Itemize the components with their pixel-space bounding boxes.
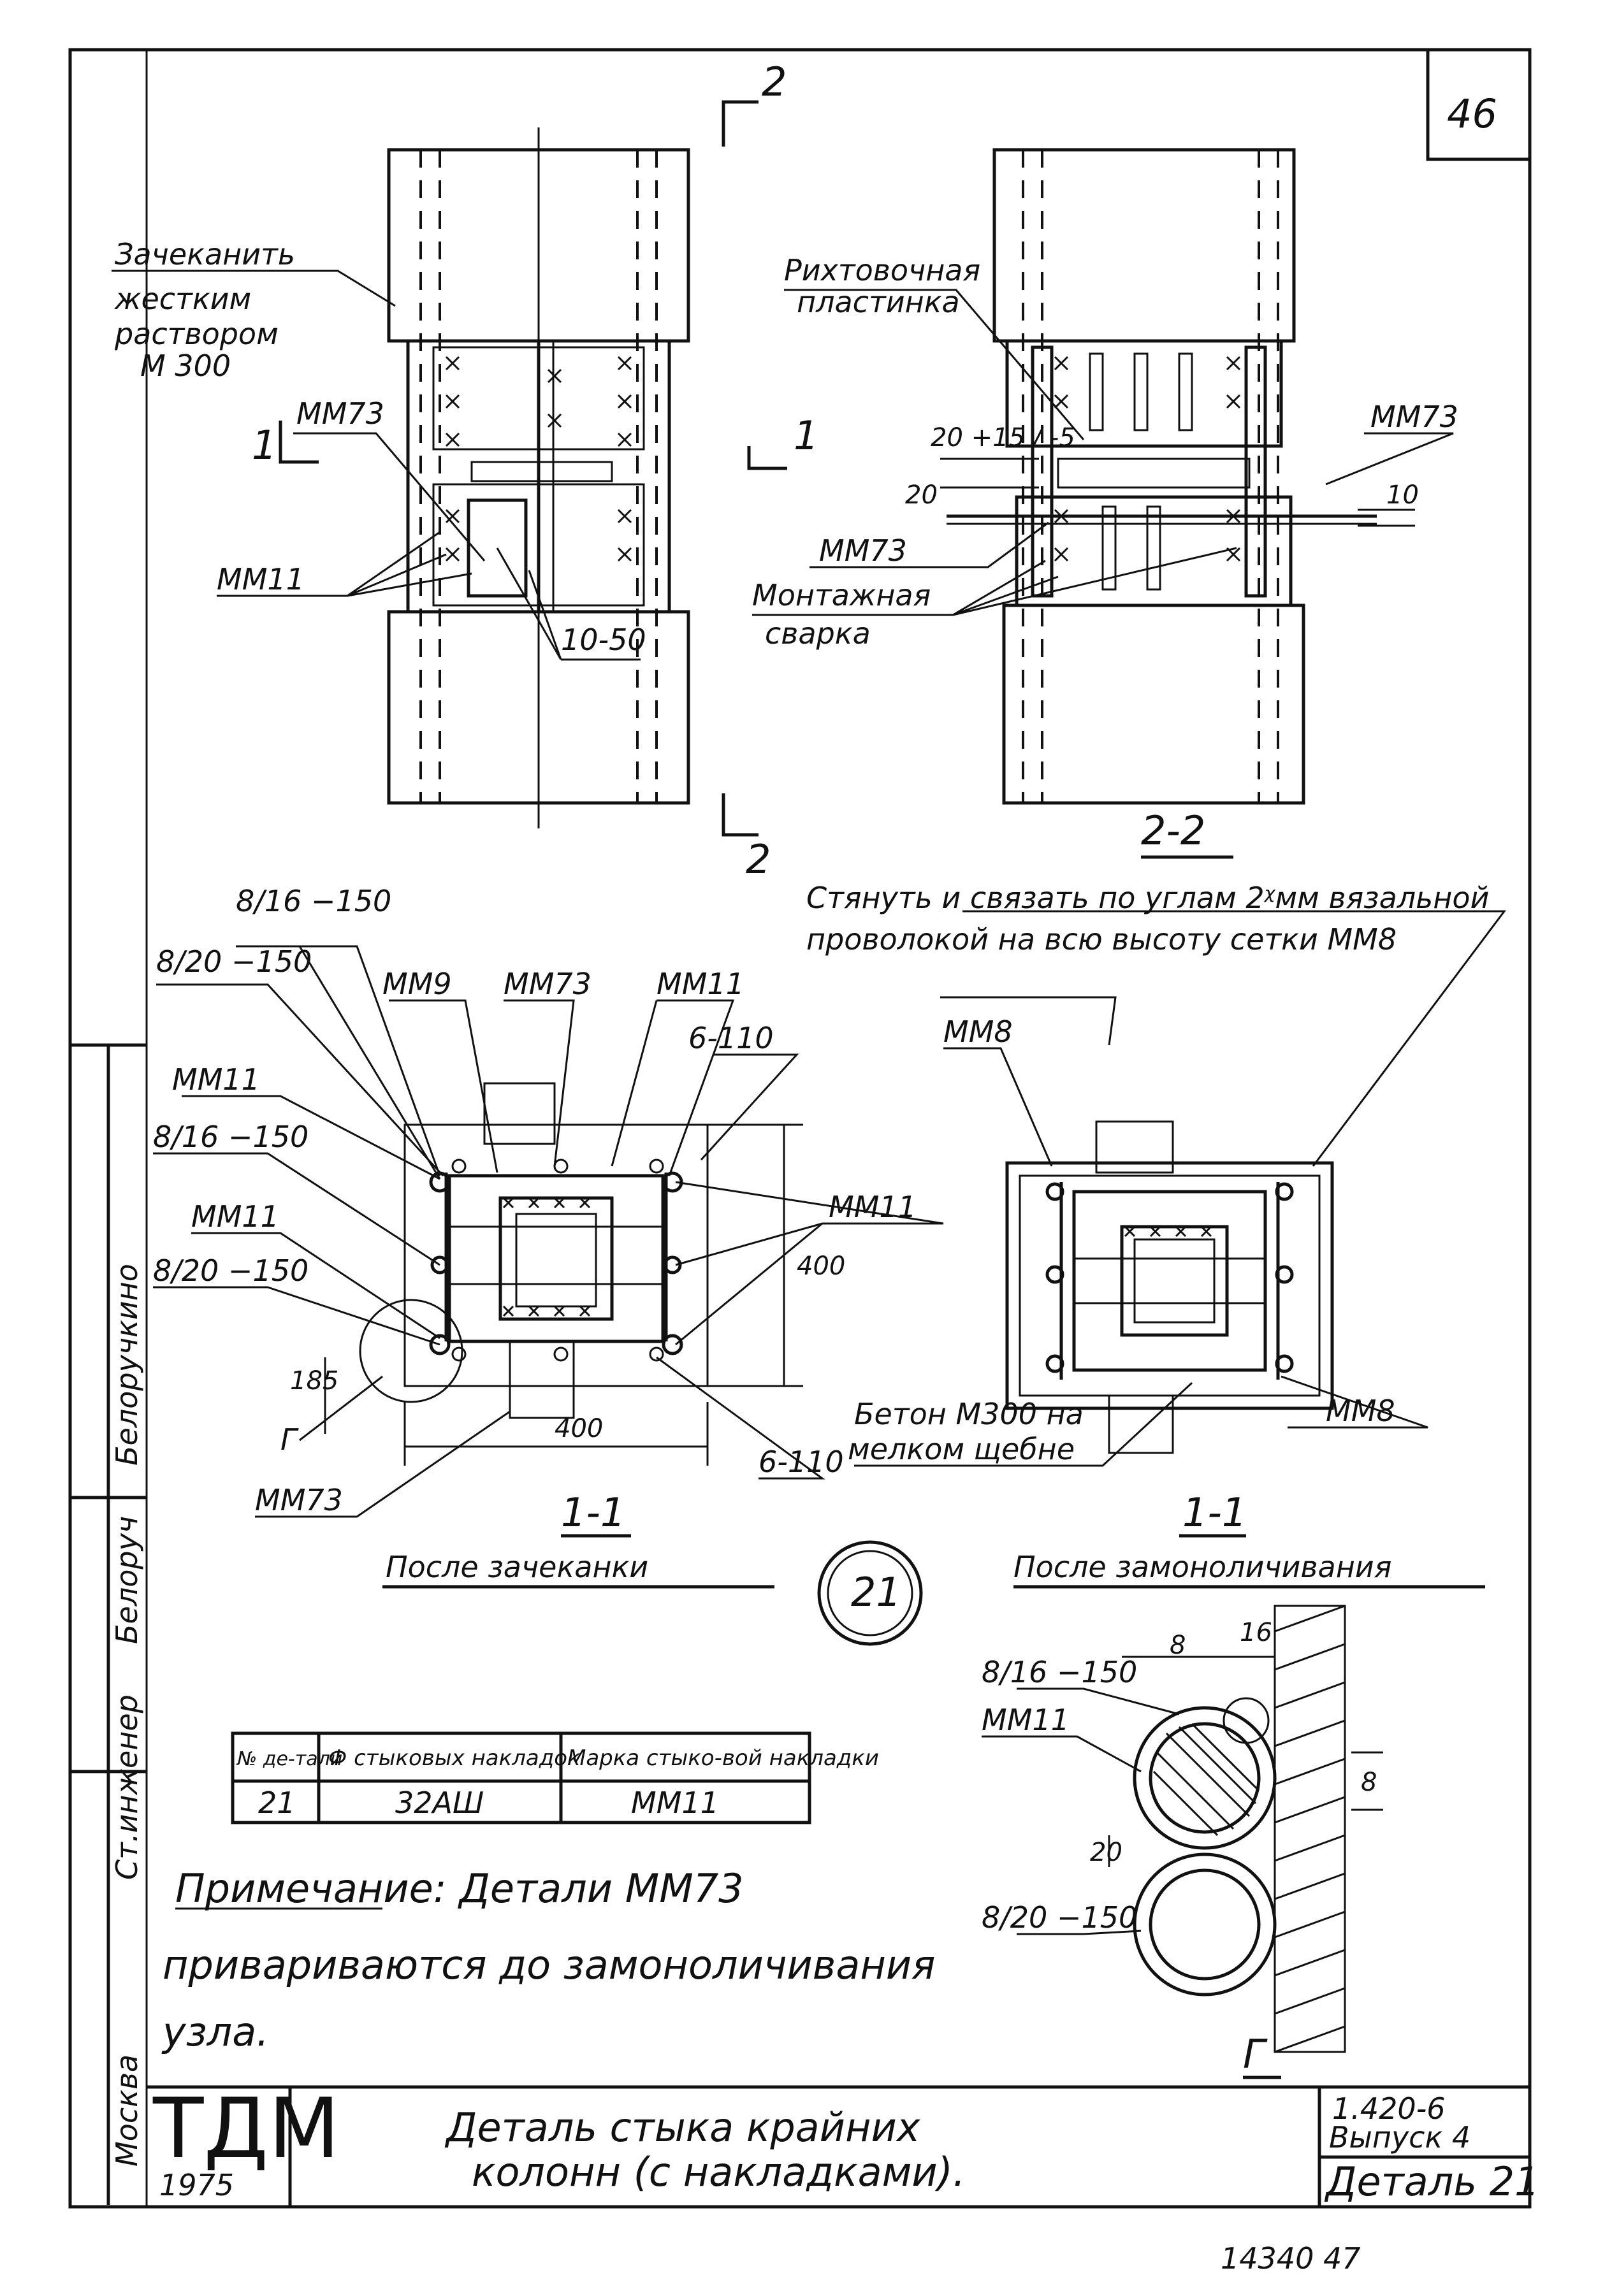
section-left xyxy=(153,945,944,1589)
label-mm8-top: ММ8 xyxy=(943,1014,1013,1049)
label-g-dim20: 20 xyxy=(1090,1838,1122,1867)
note-tie-2: проволокой на всю высоту сетки ММ8 xyxy=(806,922,1397,957)
label-concrete-2: мелком щебне xyxy=(848,1432,1075,1466)
stamp-entry-2: Белоруч xyxy=(110,1516,144,1644)
series-line-1: 1.420-6 xyxy=(1332,2091,1446,2126)
label-mm73-left: ММ73 xyxy=(296,396,384,431)
section-mark-2-top xyxy=(722,100,759,147)
label-dim-gap: 20 +15 / -5 xyxy=(931,423,1075,452)
table-cell-mark: ММ11 xyxy=(631,1786,719,1820)
caption-right: После замоноличивания xyxy=(1013,1550,1391,1584)
section-right xyxy=(854,910,1506,1589)
title-line-1: Деталь стыка крайних xyxy=(444,2104,921,2151)
label-dim-20: 20 xyxy=(905,480,938,510)
label-g-d816: 8/16 −150 xyxy=(982,1655,1137,1689)
table-header-diam: Ф стыковых накладок xyxy=(328,1745,581,1771)
note-grout-1: Зачеканить xyxy=(115,237,295,271)
label-6110-bot: 6-110 xyxy=(759,1445,844,1479)
label-mm11-right: ММ11 xyxy=(829,1190,917,1224)
label-g-left: Г xyxy=(280,1422,299,1457)
note-line-1: Примечание: Детали ММ73 xyxy=(175,1865,744,1912)
title-detail-g: Г xyxy=(1243,2031,1268,2077)
note-grout-3: раствором xyxy=(114,317,279,351)
sheet-number: 46 xyxy=(1447,90,1497,137)
stamp-entry-3: Ст.инженер xyxy=(110,1694,144,1880)
label-g-dim8b: 8 xyxy=(1361,1768,1377,1797)
stamp-entry-4: Москва xyxy=(110,2054,144,2167)
detail-circle-number: 21 xyxy=(851,1569,901,1615)
title-block xyxy=(147,2085,1530,2207)
detail-number: Деталь 21 xyxy=(1324,2158,1539,2205)
label-g-d820: 8/20 −150 xyxy=(982,1900,1137,1935)
table-cell-diam: 32АШ xyxy=(395,1786,484,1820)
label-mm11-l1: ММ11 xyxy=(172,1062,260,1097)
label-g-dim8a: 8 xyxy=(1170,1631,1186,1660)
label-mm11-left: ММ11 xyxy=(217,562,305,596)
label-dim-400h: 400 xyxy=(555,1414,603,1443)
title-line-2: колонн (с накладками). xyxy=(472,2149,966,2195)
svg-text:2: 2 xyxy=(746,836,771,883)
label-mm73-mid: ММ73 xyxy=(819,533,907,568)
label-g-mm11: ММ11 xyxy=(982,1703,1070,1737)
label-dim-10: 10 xyxy=(1386,480,1419,510)
side-stamp: Белоручкино Белоруч Ст.инженер Москва xyxy=(70,1043,147,2205)
label-d820-top: 8/20 −150 xyxy=(156,944,312,979)
caption-left: После зачеканки xyxy=(386,1550,648,1584)
svg-text:1: 1 xyxy=(252,422,277,468)
sheet-number-box xyxy=(1426,50,1530,161)
note-line-3: узла. xyxy=(161,2009,269,2055)
section-mark-2-bottom xyxy=(722,793,759,837)
table-header-no: № де-тали xyxy=(236,1748,342,1770)
label-mm73-bot: ММ73 xyxy=(255,1483,343,1517)
label-g-dim16: 16 xyxy=(1240,1618,1272,1647)
detail-g xyxy=(982,1605,1383,2079)
title-2-2: 2-2 xyxy=(1141,807,1205,854)
section-mark-1-left xyxy=(279,421,319,464)
table-cell-no: 21 xyxy=(258,1786,296,1820)
title-year: 1975 xyxy=(159,2168,234,2202)
title-1-1-right: 1-1 xyxy=(1182,1489,1247,1536)
stamp-entry-1: Белоручкино xyxy=(110,1264,144,1466)
title-org: ТДМ xyxy=(152,2080,340,2177)
label-plate-1: Рихтовочная xyxy=(784,253,980,287)
note-tie-1: Стянуть и связать по углам 2ᵡмм вязально… xyxy=(806,881,1489,915)
elevation-left: 2 2 1 xyxy=(112,59,787,883)
label-6110-top: 6-110 xyxy=(688,1021,774,1055)
label-plate-2: пластинка xyxy=(797,285,960,319)
label-mm9: ММ9 xyxy=(382,967,452,1001)
note-grout-2: жестким xyxy=(114,282,251,316)
label-mm73-top: ММ73 xyxy=(504,967,592,1001)
detail-table xyxy=(231,1731,811,1824)
label-mm11-top: ММ11 xyxy=(657,967,744,1001)
label-mm73-right: ММ73 xyxy=(1370,400,1458,434)
note-line-2: привариваются до замоноличивания xyxy=(163,1942,935,1988)
label-weld-2: сварка xyxy=(765,616,871,651)
label-mm8-bot: ММ8 xyxy=(1326,1394,1395,1428)
label-weld-1: Монтажная xyxy=(752,578,931,612)
label-dim-400v: 400 xyxy=(797,1252,845,1281)
label-range: 10-50 xyxy=(561,623,646,657)
label-d820-mid: 8/20 −150 xyxy=(153,1253,309,1288)
elevation-right xyxy=(747,148,1454,859)
section-mark-1-right: 1 xyxy=(794,412,818,459)
label-dim-185: 185 xyxy=(290,1366,338,1396)
series-line-2: Выпуск 4 xyxy=(1329,2120,1470,2155)
detail-circle xyxy=(817,1540,923,1646)
note-grout-4: М 300 xyxy=(140,349,231,383)
label-mm11-l2: ММ11 xyxy=(191,1199,279,1234)
title-1-1-left: 1-1 xyxy=(561,1489,625,1536)
archive-number: 14340 47 xyxy=(1221,2241,1361,2276)
label-d816-mid: 8/16 −150 xyxy=(153,1120,309,1154)
table-header-mark: Марка стыко-вой накладки xyxy=(567,1745,879,1771)
label-d816-top: 8/16 −150 xyxy=(236,884,391,918)
sheet-frame xyxy=(68,48,1532,2209)
svg-text:2: 2 xyxy=(762,59,787,105)
label-concrete-1: Бетон М300 на xyxy=(854,1397,1084,1431)
